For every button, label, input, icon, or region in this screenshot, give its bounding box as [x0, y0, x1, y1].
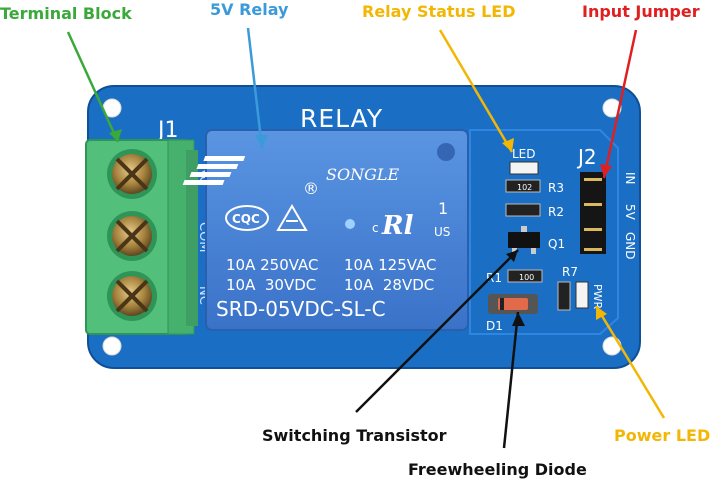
d1-label: D1 [486, 319, 503, 333]
warning-triangle-icon [276, 204, 308, 231]
status-led-component [509, 161, 539, 175]
r3-label: R3 [548, 181, 564, 195]
cqc-mark-icon [225, 205, 269, 231]
relay-registered-mark: ® [303, 179, 319, 198]
transistor-q1 [508, 226, 540, 254]
callout-arrows [66, 27, 666, 449]
relay-brand: SONGLE [326, 165, 399, 184]
arrow-power-led [594, 305, 666, 419]
mounting-hole-icon [602, 336, 622, 356]
rating-line1-right: 10A 125VAC [344, 256, 437, 274]
arrow-head-icon [109, 129, 122, 142]
resistor-r3 [505, 179, 541, 193]
pin-header-j2 [580, 172, 606, 254]
callout-power-led: Power LED [614, 426, 711, 445]
callout-relay-status-led: Relay Status LED [362, 2, 516, 21]
relay-center-dot-icon [345, 219, 355, 229]
relay-body: ® SONGLE CQC c Rl 1 US 10A 250VAC 10A 12… [182, 129, 469, 331]
resistor-r1 [507, 269, 543, 283]
arrow-head-icon [502, 138, 514, 152]
pin-label-gnd: GND [623, 232, 637, 260]
board-title: RELAY [300, 104, 383, 133]
rating-line2-left: 10A 30VDC [226, 276, 316, 294]
arrow-status-led [438, 29, 514, 153]
resistor-r2 [505, 203, 541, 217]
arrow-head-icon [512, 312, 525, 326]
resistor-r3-value: 102 [517, 183, 532, 192]
j1-label: J1 [156, 118, 179, 143]
callout-5v-relay: 5V Relay [210, 0, 289, 19]
diode-d1 [488, 294, 538, 314]
mounting-hole-icon [102, 336, 122, 356]
arrow-head-icon [596, 306, 607, 320]
j2-label: J2 [576, 145, 597, 169]
screw-icon [107, 149, 157, 199]
ur-mark: Rl [381, 211, 414, 241]
rating-line1-left: 10A 250VAC [226, 256, 319, 274]
arrow-switching-transistor [355, 249, 519, 413]
pcb-silkscreen-region [469, 129, 619, 335]
led-label: LED [512, 147, 536, 161]
arrow-head-icon [600, 164, 612, 178]
cqc-mark-text: CQC [232, 212, 260, 226]
screw-icon [107, 211, 157, 261]
relay-model: SRD-05VDC-SL-C [216, 297, 386, 321]
mounting-hole-icon [602, 98, 622, 118]
callout-terminal-block: Terminal Block [0, 4, 132, 23]
screw-icon [107, 271, 157, 321]
r2-label: R2 [548, 205, 564, 219]
arrow-head-icon [506, 250, 518, 262]
terminal-block [85, 139, 198, 335]
r7-label: R7 [562, 265, 578, 279]
pwr-label: PWR [591, 284, 604, 310]
callout-freewheeling-diode: Freewheeling Diode [408, 460, 587, 479]
r1-label: R1 [486, 271, 502, 285]
rating-line2-right: 10A 28VDC [344, 276, 434, 294]
arrow-head-icon [255, 135, 268, 148]
pin-label-in: IN [623, 172, 637, 185]
ul-number: 1 [438, 199, 448, 218]
arrow-freewheeling-diode [502, 311, 520, 449]
pin-label-5v: 5V [623, 204, 637, 221]
callout-switching-transistor: Switching Transistor [262, 426, 447, 445]
arrow-input-jumper [602, 29, 638, 179]
arrow-terminal-block [66, 31, 120, 143]
q1-label: Q1 [548, 237, 565, 251]
power-led-component [575, 281, 589, 309]
arrow-relay [246, 27, 264, 149]
us-mark: US [434, 225, 450, 239]
callout-input-jumper: Input Jumper [582, 2, 700, 21]
resistor-r7 [557, 281, 571, 311]
songle-logo-icon [182, 156, 246, 185]
resistor-r1-value: 100 [519, 273, 534, 282]
c-mark: c [372, 221, 379, 235]
